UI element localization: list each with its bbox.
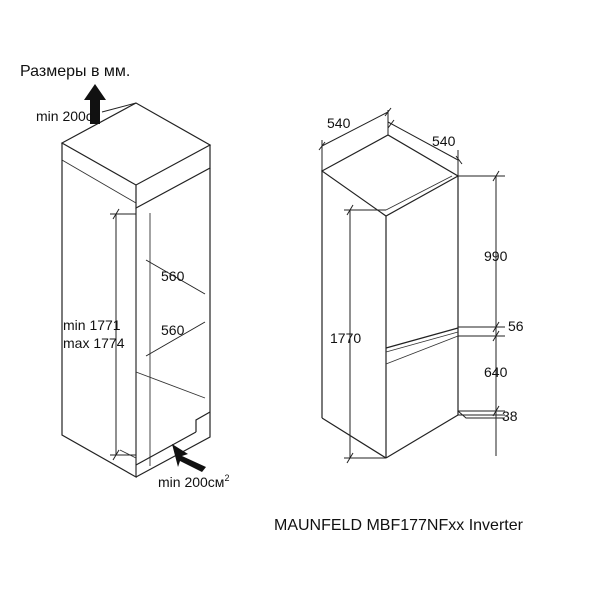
niche-width-lower-label: 560 xyxy=(161,322,185,338)
plinth-label: 38 xyxy=(502,408,518,424)
upper-door-label: 990 xyxy=(484,248,508,264)
niche-height-dimension xyxy=(110,208,136,461)
niche-height-min-label: min 1771 xyxy=(63,317,121,333)
top-vent-arrow xyxy=(84,84,137,124)
lower-door-label: 640 xyxy=(484,364,508,380)
niche-cabinet xyxy=(60,102,212,479)
fridge-body xyxy=(320,134,460,459)
niche-width-dimensions xyxy=(145,259,206,357)
fridge-depth-label: 540 xyxy=(432,133,456,149)
fridge-top-dimensions xyxy=(318,107,463,176)
fridge-right-dimensions xyxy=(457,170,505,456)
niche-height-max-label: max 1774 xyxy=(63,335,125,351)
units-note: Размеры в мм. xyxy=(20,63,130,80)
fridge-height-label: 1770 xyxy=(330,330,361,346)
model-caption: MAUNFELD MBF177NFxx Inverter xyxy=(274,517,524,534)
bottom-vent-arrow xyxy=(172,444,206,472)
fridge-width-label: 540 xyxy=(327,115,351,131)
top-vent-label: min 200c xyxy=(36,108,93,124)
bottom-vent-label: min 200см2 xyxy=(158,473,229,490)
fridge-height-dimension xyxy=(344,204,386,464)
niche-width-upper-label: 560 xyxy=(161,268,185,284)
gap-label: 56 xyxy=(508,318,524,334)
